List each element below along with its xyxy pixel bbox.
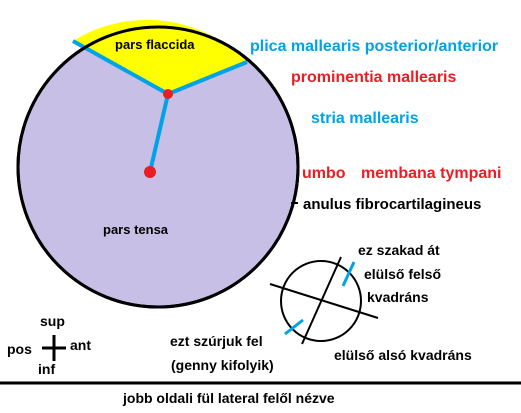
label-elulso-also-kvadrans: elülső alsó kvadráns — [334, 347, 472, 363]
eardrum-outline — [16, 25, 300, 309]
label-ez-szakad-at: ez szakad át — [358, 242, 440, 258]
label-membrana-tympani: membana tympani — [361, 165, 501, 182]
label-anulus-fibrocartilagineus: anulus fibrocartilagineus — [303, 196, 481, 213]
quadrant-pointer-upper — [341, 261, 356, 287]
label-genny-kifolyik: (genny kifolyik) — [171, 357, 274, 373]
label-prominentia-mallearis: prominentia mallearis — [291, 69, 456, 86]
plica-anterior-line — [167, 60, 248, 96]
label-pos: pos — [7, 341, 32, 357]
label-sup: sup — [40, 313, 65, 329]
label-ezt-szurjuk-fel: ezt szúrjuk fel — [170, 333, 263, 349]
umbo-dot — [144, 166, 156, 178]
quadrant-axis-2 — [301, 256, 342, 345]
label-pars-tensa: pars tensa — [103, 222, 169, 237]
label-inf: inf — [38, 361, 55, 377]
label-ant: ant — [70, 337, 91, 353]
prominentia-mallearis-dot — [163, 89, 173, 99]
quadrant-circle — [280, 260, 362, 342]
caption: jobb oldali fül lateral felől nézve — [122, 390, 335, 406]
pars-flaccida-region — [73, 19, 247, 95]
label-elulso-felso-line2: kvadráns — [367, 289, 429, 305]
plica-posterior-line — [72, 39, 169, 96]
label-stria-mallearis: stria mallearis — [311, 110, 419, 127]
label-umbo: umbo — [302, 165, 346, 182]
label-pars-flaccida: pars flaccida — [115, 37, 195, 52]
quadrant-axis-1 — [269, 283, 379, 319]
label-elulso-felso-line1: elülső felső — [364, 266, 441, 282]
quadrant-pointer-lower — [284, 318, 304, 336]
stria-mallearis-line — [148, 93, 170, 173]
label-plica-mallearis: plica mallearis posterior/anterior — [250, 38, 498, 55]
